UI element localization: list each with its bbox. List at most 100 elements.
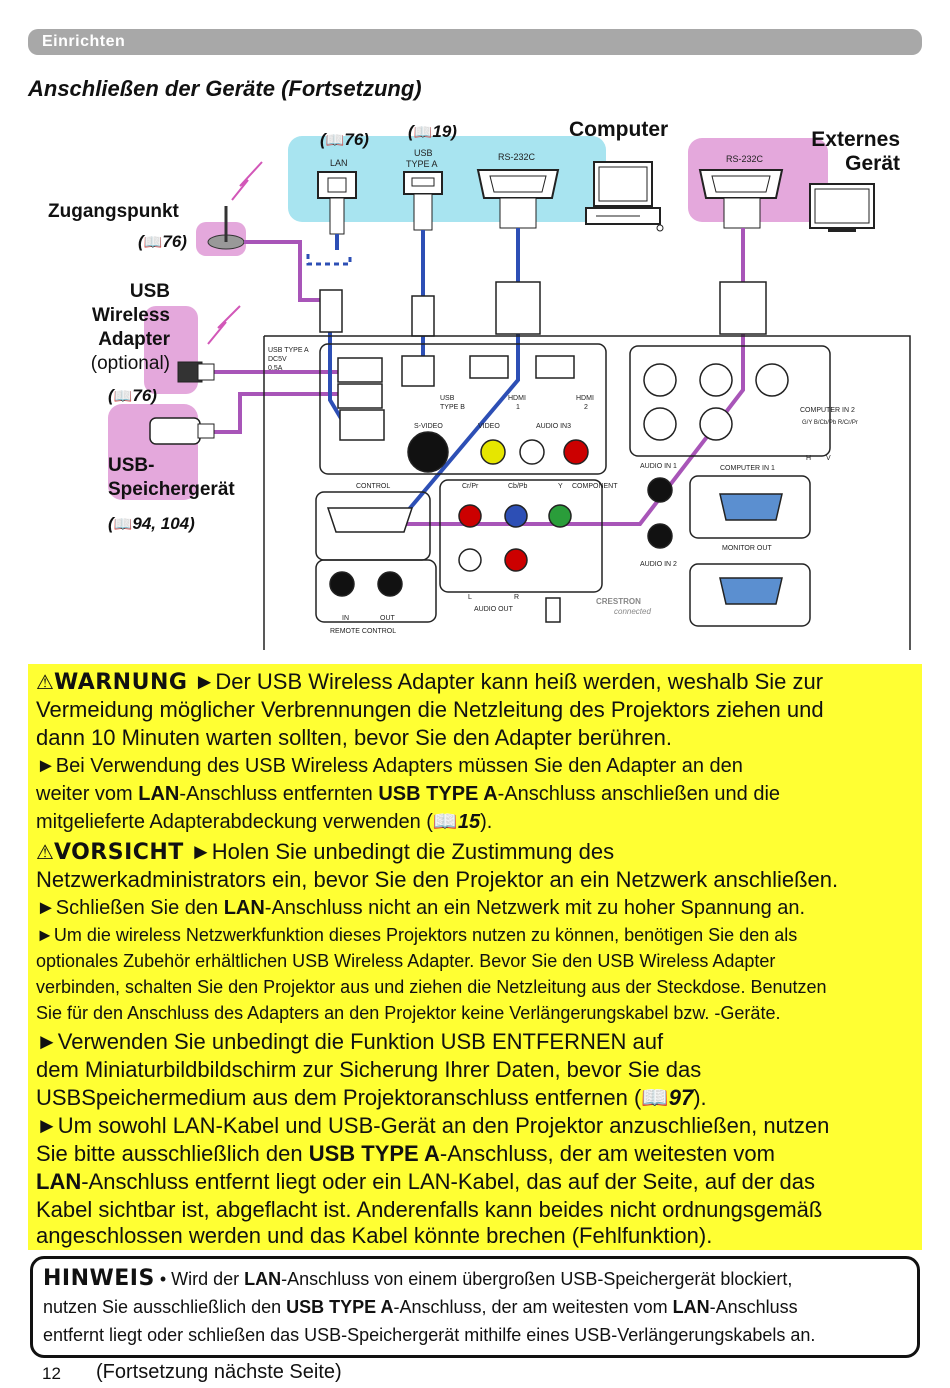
panel-usb-a-label-3: 0.5A: [268, 365, 283, 372]
lan-port-icon: [317, 171, 357, 235]
text-seg: Schließen Sie den: [55, 897, 224, 919]
arrow-icon: ►: [36, 1029, 58, 1054]
text-seg: Verwenden Sie unbedingt die Funktion USB…: [57, 1029, 664, 1054]
warning-line-2: Vermeidung möglicher Verbrennungen die N…: [36, 697, 824, 722]
text-seg: weiter vom: [36, 783, 139, 805]
text-seg: Sie bitte ausschließlich den: [36, 1141, 309, 1166]
optional-label: (optional): [90, 353, 170, 374]
caution-line-6b: Sie bitte ausschließlich den USB TYPE A-…: [36, 1140, 920, 1168]
lan-plug: [319, 289, 343, 333]
text-seg: -Anschluss nicht an ein Netzwerk mit zu …: [264, 897, 806, 919]
rs232-pc-label: RS-232C: [498, 152, 536, 162]
usb-storage-label-1: USB-: [108, 455, 155, 476]
caution-line-6d: Kabel sichtbar ist, abgeflacht ist. Ande…: [36, 1197, 823, 1222]
storage-ref: (📖94, 104): [108, 514, 195, 534]
book-icon: 📖: [143, 234, 163, 251]
usb-label-2: Wireless: [92, 305, 170, 326]
ref-close: ): [189, 514, 195, 533]
arrow-icon: ►: [36, 897, 56, 919]
text-seg: -Anschluss entfernt liegt oder ein LAN-K…: [81, 1169, 815, 1194]
usb-label-1: USB: [129, 281, 170, 302]
usb-a-ref: (📖19): [408, 122, 457, 142]
lan-term: LAN: [138, 783, 180, 805]
ref-close: ): [363, 130, 369, 149]
wireless-signal-adapter-icon: [207, 305, 241, 345]
lan-term: LAN: [244, 1269, 282, 1289]
hdmi2-num: 2: [584, 404, 588, 411]
ref-open: (: [408, 122, 414, 141]
connection-diagram: LAN USB TYPE A RS-232C RS-232C USB TYPE …: [108, 136, 911, 650]
warning2-line-1: ►Bei Verwendung des USB Wireless Adapter…: [36, 752, 920, 780]
component-label: COMPONENT: [572, 483, 618, 490]
access-point-cable: [244, 240, 330, 302]
computer-icon: [585, 161, 664, 232]
arrow-icon: ►: [36, 1113, 58, 1138]
text-seg: -Anschluss: [709, 1297, 798, 1317]
continued-note: (Fortsetzung nächste Seite): [96, 1361, 342, 1383]
audio-in3-label: AUDIO IN3: [536, 423, 571, 430]
ref-close: ): [451, 122, 457, 141]
projector-panel: [263, 335, 911, 650]
text-seg: ).: [693, 1085, 707, 1110]
ref-page: 76: [162, 232, 182, 251]
audio-in1-label: AUDIO IN 1: [640, 463, 677, 470]
usb-storage-icon: [149, 417, 215, 445]
caution-text: Holen Sie unbedingt die Zustimmung des: [211, 839, 615, 864]
arrow-icon: ►: [193, 669, 216, 694]
y-label: Y: [558, 483, 563, 490]
text-seg: nutzen Sie ausschließlich den: [43, 1297, 287, 1317]
text-seg: -Anschluss, der am weitesten vom: [439, 1141, 775, 1166]
caution-keyword: VORSICHT: [53, 840, 184, 865]
hdmi2-label: HDMI: [576, 395, 594, 402]
caution-line-1: ⚠VORSICHT ►Holen Sie unbedingt die Zusti…: [36, 838, 920, 867]
v-label: V: [826, 455, 831, 462]
note-box: HINWEIS • Wird der LAN-Anschluss von ein…: [30, 1256, 920, 1358]
text-seg: mitgelieferte Adapterabdeckung verwenden…: [36, 811, 433, 833]
crestron-logo: CRESTRON: [596, 597, 641, 606]
lan-cable-dashed: [306, 254, 352, 266]
audio-in2-label: AUDIO IN 2: [640, 561, 677, 568]
ref-open: (: [320, 130, 326, 149]
h-label: H: [806, 455, 811, 462]
remote-in-label: IN: [342, 615, 349, 622]
text-seg: USBSpeichermedium aus dem Projektoransch…: [36, 1085, 642, 1110]
usb-term: USB TYPE A: [308, 1141, 440, 1166]
panel-usb-a-label-2: DC5V: [268, 356, 287, 363]
arrow-icon: ►: [36, 925, 54, 945]
book-icon: 📖: [432, 811, 458, 833]
rs232-ext-plug: [719, 281, 767, 335]
access-point-label: Zugangspunkt: [48, 201, 179, 222]
remote-control-label: REMOTE CONTROL: [330, 628, 396, 635]
warning-text: Der USB Wireless Adapter kann heiß werde…: [215, 669, 824, 694]
ref-open: (: [108, 386, 114, 405]
computer-in2-label: COMPUTER IN 2: [800, 407, 855, 414]
access-point-ref: (📖76): [138, 232, 187, 252]
caution-line-3: ►Schließen Sie den LAN-Anschluss nicht a…: [36, 894, 920, 922]
video-label: VIDEO: [478, 423, 500, 430]
ref-page: 76: [132, 386, 152, 405]
ref-page: 76: [344, 130, 364, 149]
lan-ref: (📖76): [320, 130, 369, 150]
caution-line-4c: verbinden, schalten Sie den Projektor au…: [36, 977, 827, 997]
section-header-label: Einrichten: [42, 33, 126, 50]
panel-ports: [326, 355, 789, 623]
arrow-icon: ►: [36, 755, 56, 777]
access-point-icon: [207, 161, 263, 250]
monitor-out-label: MONITOR OUT: [722, 545, 772, 552]
page-ref: 97: [668, 1085, 694, 1110]
usb-term: USB TYPE A: [286, 1297, 394, 1317]
rs232-ext-label: RS-232C: [726, 154, 764, 164]
rs232-pc-plug: [495, 281, 541, 335]
remote-out-label: OUT: [380, 615, 396, 622]
usb-b-plug: [411, 295, 435, 337]
text-seg: Um die wireless Netzwerkfunktion dieses …: [53, 925, 798, 945]
caution-line-5c: USBSpeichermedium aus dem Projektoransch…: [36, 1084, 920, 1112]
caution-line-6a: ►Um sowohl LAN-Kabel und USB-Gerät an de…: [36, 1112, 920, 1140]
note-keyword: HINWEIS: [43, 1266, 155, 1291]
computer-in2-sub: G/Y B/Cb/Pb R/Cr/Pr: [802, 420, 858, 426]
usb-a-port-icon: [403, 171, 443, 231]
book-icon: 📖: [325, 132, 345, 149]
note-line-3: entfernt liegt oder schließen das USB-Sp…: [43, 1325, 816, 1345]
page-ref: 15: [457, 811, 481, 833]
computer-in1-label: COMPUTER IN 1: [720, 465, 775, 472]
